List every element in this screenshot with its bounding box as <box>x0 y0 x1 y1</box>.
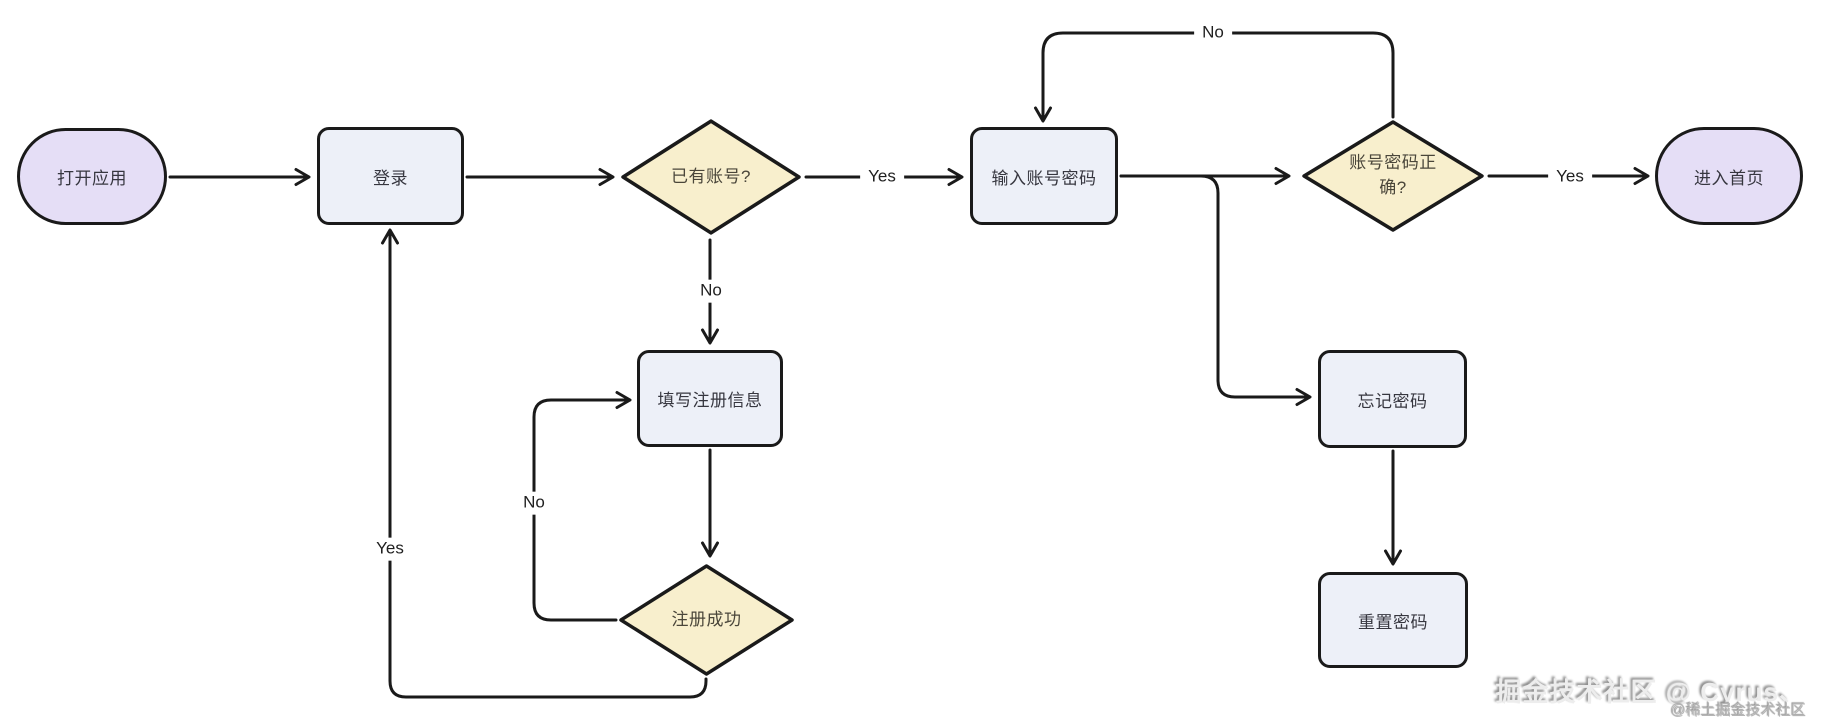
node-register-success: 注册成功 <box>618 563 795 677</box>
node-fill-registration-label: 填写注册信息 <box>657 391 763 410</box>
node-enter-credentials-label: 输入账号密码 <box>991 168 1097 188</box>
edge-enter-credentials-to-forgot-password <box>1119 174 1312 406</box>
node-forgot-password-label: 忘记密码 <box>1357 391 1428 411</box>
diamond-shape <box>1302 120 1484 232</box>
edge-label-no-has-account: No <box>692 279 730 303</box>
node-register-success-label: 注册成功 <box>671 609 742 629</box>
node-has-account-label: 已有账号? <box>671 166 751 186</box>
edge-label-yes-has-account: Yes <box>860 165 904 189</box>
node-fill-registration: 填写注册信息 <box>637 350 783 447</box>
edge-register-success-yes <box>381 228 708 699</box>
edge-label-no-password: No <box>1194 21 1232 45</box>
node-open-app: 打开应用 <box>17 128 167 225</box>
node-reset-password: 重置密码 <box>1318 572 1468 668</box>
node-enter-credentials: 输入账号密码 <box>970 127 1118 225</box>
edge-label-yes-register: Yes <box>368 537 412 561</box>
node-password-correct-label: 账号密码正确? <box>1349 153 1437 197</box>
edge-label-no-register: No <box>515 491 553 515</box>
diamond-shape <box>621 119 801 235</box>
node-open-app-label: 打开应用 <box>57 169 127 188</box>
node-forgot-password: 忘记密码 <box>1318 350 1467 448</box>
node-password-correct: 账号密码正确? <box>1301 119 1485 233</box>
node-login-label: 登录 <box>373 168 408 188</box>
node-enter-home-label: 进入首页 <box>1694 168 1764 188</box>
node-has-account: 已有账号? <box>620 118 802 236</box>
edge-password-correct-no <box>1034 31 1395 123</box>
diamond-shape <box>619 564 794 676</box>
node-enter-home: 进入首页 <box>1655 127 1803 225</box>
node-reset-password-label: 重置密码 <box>1358 612 1428 632</box>
node-login: 登录 <box>317 127 464 225</box>
edge-label-yes-password: Yes <box>1548 165 1592 189</box>
